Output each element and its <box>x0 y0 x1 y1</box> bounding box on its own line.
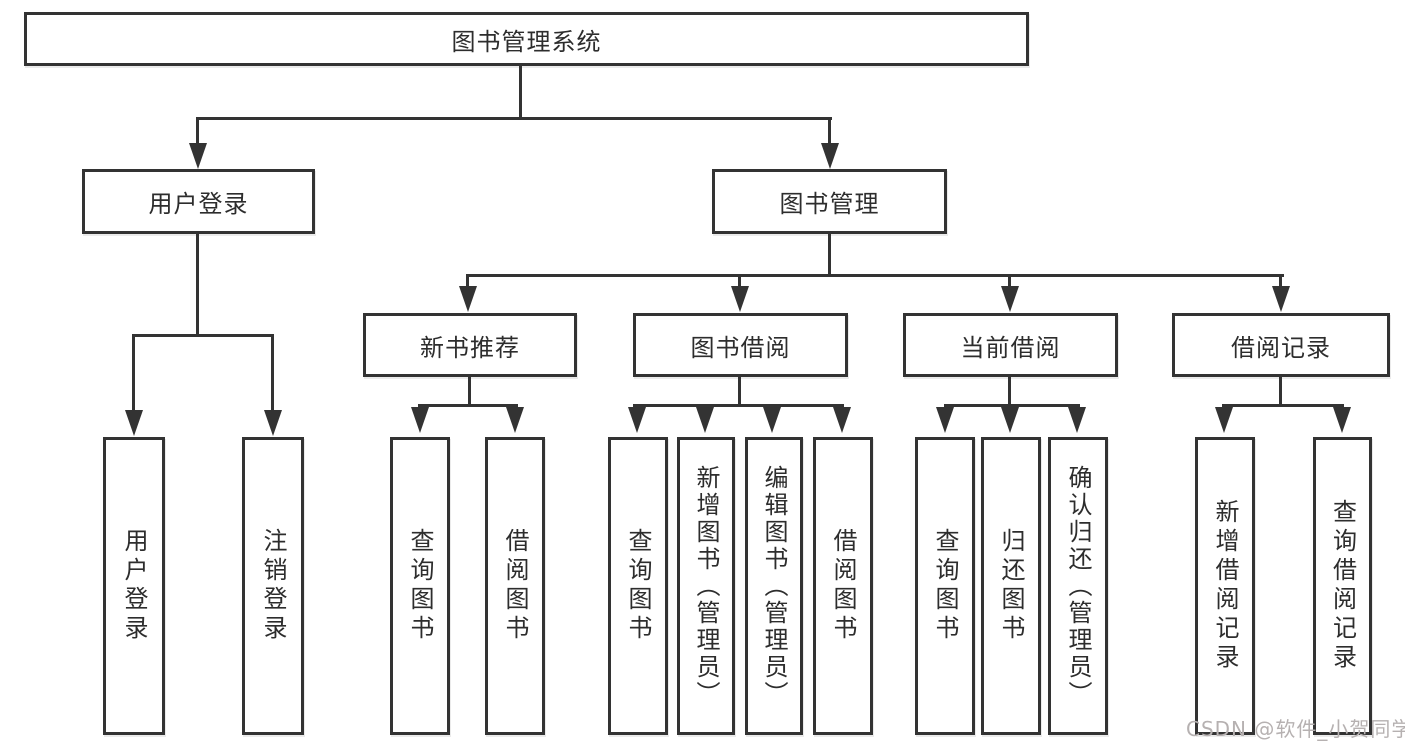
connector-line <box>828 117 831 145</box>
leaf-confirm-return-admin: 确认归还（管理员） <box>1048 437 1108 735</box>
arrow-down-icon <box>1001 286 1019 312</box>
leaf-query-books-current: 查询图书 <box>915 437 975 735</box>
arrow-down-icon <box>936 407 954 433</box>
arrow-down-icon <box>1215 407 1233 433</box>
connector-line <box>132 334 135 412</box>
node-label: 图书管理 <box>779 190 880 218</box>
node-label: 图书管理系统 <box>451 27 602 56</box>
node-user-login: 用户登录 <box>82 169 315 234</box>
leaf-label: 编辑图书（管理员） <box>760 464 788 708</box>
arrow-down-icon <box>1333 407 1351 433</box>
arrow-down-icon <box>125 410 143 436</box>
leaf-label: 归还图书 <box>997 528 1025 644</box>
leaf-label: 查询借阅记录 <box>1328 499 1357 673</box>
leaf-label: 注销登录 <box>259 528 287 644</box>
node-book-management: 图书管理 <box>712 169 947 234</box>
connector-line <box>196 117 199 145</box>
leaf-query-borrow-record: 查询借阅记录 <box>1313 437 1372 735</box>
leaf-label: 借阅图书 <box>829 528 857 644</box>
leaf-borrow-books-recommend: 借阅图书 <box>485 437 545 735</box>
leaf-label: 新增借阅记录 <box>1211 499 1239 673</box>
leaf-label: 查询图书 <box>624 528 652 644</box>
leaf-user-login: 用户登录 <box>103 437 165 735</box>
arrow-down-icon <box>1272 286 1290 312</box>
arrow-down-icon <box>459 286 477 312</box>
arrow-down-icon <box>264 410 282 436</box>
leaf-add-book-admin: 新增图书（管理员） <box>677 437 735 735</box>
connector-line <box>1008 274 1011 288</box>
node-label: 新书推荐 <box>420 333 520 362</box>
arrow-down-icon <box>628 407 646 433</box>
node-library-management-system: 图书管理系统 <box>24 12 1029 66</box>
connector-line <box>1008 376 1011 407</box>
node-current-borrowing: 当前借阅 <box>903 313 1118 377</box>
connector-line <box>466 274 469 288</box>
node-label: 用户登录 <box>148 190 249 218</box>
connector-line <box>196 117 832 120</box>
leaf-borrow-books: 借阅图书 <box>813 437 873 735</box>
connector-line <box>418 404 518 407</box>
leaf-label: 借阅图书 <box>501 528 529 644</box>
arrow-down-icon <box>506 407 524 433</box>
leaf-label: 新增图书（管理员） <box>692 464 720 708</box>
leaf-add-borrow-record: 新增借阅记录 <box>1195 437 1255 735</box>
node-label: 借阅记录 <box>1231 333 1331 362</box>
arrow-down-icon <box>833 407 851 433</box>
node-borrowing-records: 借阅记录 <box>1172 313 1390 377</box>
connector-line <box>271 334 274 412</box>
connector-line <box>466 274 1284 277</box>
arrow-down-icon <box>189 143 207 169</box>
connector-line <box>828 233 831 277</box>
connector-line <box>1279 377 1282 407</box>
connector-line <box>132 334 274 337</box>
connector-line <box>1222 404 1344 407</box>
leaf-label: 查询图书 <box>931 528 959 644</box>
node-book-borrowing: 图书借阅 <box>633 313 848 377</box>
arrow-down-icon <box>731 286 749 312</box>
leaf-edit-book-admin: 编辑图书（管理员） <box>745 437 803 735</box>
arrow-down-icon <box>1068 407 1086 433</box>
leaf-query-books-recommend: 查询图书 <box>390 437 450 735</box>
connector-line <box>738 376 741 407</box>
connector-line <box>738 274 741 288</box>
connector-line <box>468 376 471 407</box>
arrow-down-icon <box>821 143 839 169</box>
leaf-query-books-borrowing: 查询图书 <box>608 437 668 735</box>
connector-line <box>196 233 199 336</box>
node-new-book-recommend: 新书推荐 <box>363 313 577 377</box>
arrow-down-icon <box>696 407 714 433</box>
arrow-down-icon <box>763 407 781 433</box>
connector-line <box>519 65 522 119</box>
connector-line <box>1279 274 1282 288</box>
csdn-watermark: CSDN @软件_小贺同学 <box>1186 717 1405 741</box>
connector-line <box>944 404 1080 407</box>
node-label: 当前借阅 <box>960 333 1061 362</box>
arrow-down-icon <box>1001 407 1019 433</box>
leaf-label: 查询图书 <box>406 528 434 644</box>
leaf-return-book: 归还图书 <box>981 437 1041 735</box>
leaf-label: 用户登录 <box>120 528 148 644</box>
connector-line <box>633 404 844 407</box>
leaf-logout: 注销登录 <box>242 437 304 735</box>
arrow-down-icon <box>411 407 429 433</box>
leaf-label: 确认归还（管理员） <box>1064 464 1092 708</box>
node-label: 图书借阅 <box>690 333 791 362</box>
